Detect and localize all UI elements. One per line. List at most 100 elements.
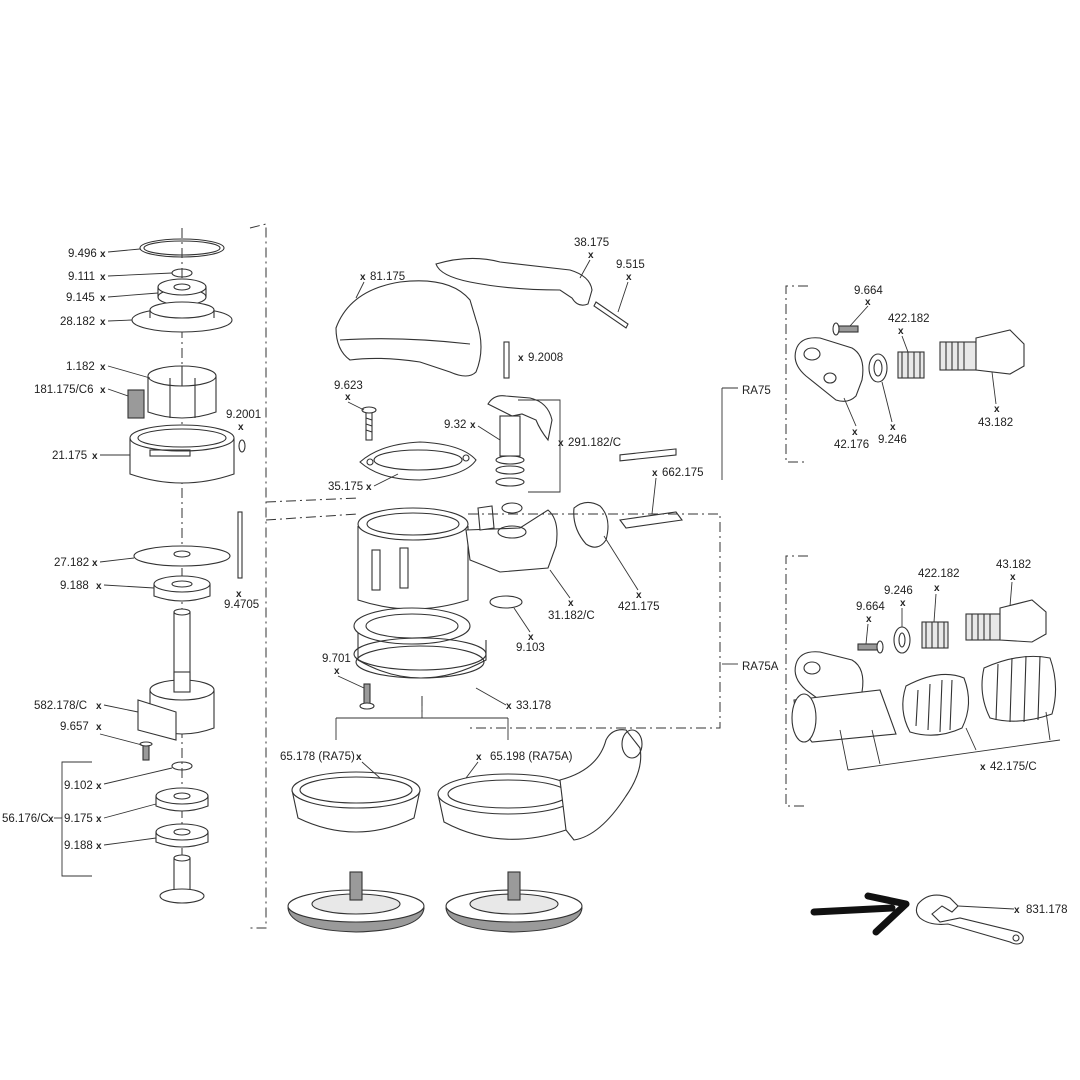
label-9-2008: 9.2008 — [528, 352, 563, 364]
label-35-175: 35.175 — [328, 481, 363, 493]
part-65-198-shroud — [437, 729, 643, 841]
part-422-182-knurled-top — [897, 351, 925, 379]
label-9-103: 9.103 — [516, 642, 545, 654]
svg-text:x: x — [238, 422, 244, 433]
part-9-2008-pin — [503, 341, 510, 379]
svg-text:x: x — [890, 422, 896, 433]
label-9-246-bottom: 9.246 — [884, 585, 913, 597]
part-9-188-bearing-bottom — [155, 823, 209, 848]
center-labels: x 81.175 38.175 x 9.515 x x 9.2008 9.623… — [280, 237, 704, 779]
part-31-182-housing — [357, 505, 558, 610]
part-38-175-lever — [435, 257, 593, 306]
svg-text:x: x — [568, 598, 574, 609]
label-ra75a: RA75A — [742, 661, 779, 673]
part-181-175-vane — [127, 389, 145, 419]
label-582-178: 582.178/C — [34, 700, 87, 712]
label-9-701: 9.701 — [322, 653, 351, 665]
svg-text:x: x — [934, 583, 940, 594]
part-9-4705-pin — [237, 511, 243, 579]
svg-text:x: x — [360, 272, 366, 283]
label-9-4705: 9.4705 — [224, 599, 259, 611]
part-9-103-ring — [489, 595, 523, 609]
label-43-182-bottom: 43.182 — [996, 559, 1031, 571]
sanding-pad-right — [445, 871, 583, 933]
svg-text:x: x — [470, 420, 476, 431]
label-28-182: 28.182 — [60, 316, 95, 328]
svg-text:x: x — [865, 297, 871, 308]
svg-text:x: x — [636, 590, 642, 601]
sanding-pad-left — [287, 871, 425, 933]
part-9-246-washer-bottom — [893, 626, 911, 654]
svg-text:x: x — [528, 632, 534, 643]
label-662-175: 662.175 — [662, 467, 704, 479]
label-ra75: RA75 — [742, 385, 771, 397]
label-1-182: 1.182 — [66, 361, 95, 373]
pointer-arrow — [810, 892, 910, 936]
wrench-831-178 — [915, 894, 1024, 945]
label-56-176: 56.176/C — [2, 813, 49, 825]
label-9-2001: 9.2001 — [226, 409, 261, 421]
svg-text:x: x — [48, 814, 54, 825]
part-43-182-fitting-top — [939, 329, 1025, 375]
part-81-175-shroud — [335, 280, 482, 377]
part-42-176-elbow — [794, 337, 864, 402]
ra75a-fitting-group — [722, 555, 1061, 807]
right-labels: RA75 RA75A 9.664 x 422.182 x x 42.176 x … — [742, 285, 1037, 773]
svg-text:x: x — [96, 581, 102, 592]
label-9-102: 9.102 — [64, 780, 93, 792]
label-9-515: 9.515 — [616, 259, 645, 271]
label-422-182-bottom: 422.182 — [918, 568, 960, 580]
svg-text:x: x — [1010, 572, 1016, 583]
part-9-102-ring — [171, 761, 193, 771]
part-65-178-shroud — [291, 771, 421, 833]
svg-text:x: x — [96, 814, 102, 825]
svg-text:x: x — [356, 752, 362, 763]
svg-text:x: x — [100, 317, 106, 328]
part-33-178-base — [353, 607, 487, 679]
part-582-178-shaft — [137, 608, 215, 741]
label-9-246-top: 9.246 — [878, 434, 907, 446]
svg-text:x: x — [96, 701, 102, 712]
svg-text:x: x — [92, 558, 98, 569]
label-65-198: 65.198 (RA75A) — [490, 751, 573, 763]
part-422-182-knurled-bottom — [921, 621, 949, 649]
part-35-175-plate — [359, 441, 477, 481]
svg-text:x: x — [506, 701, 512, 712]
svg-text:x: x — [1014, 905, 1020, 916]
part-43-182-fitting-bottom — [965, 599, 1047, 643]
svg-text:x: x — [980, 762, 986, 773]
part-9-496-oring — [139, 238, 225, 258]
label-43-182-top: 43.182 — [978, 417, 1013, 429]
svg-text:x: x — [900, 598, 906, 609]
label-291-182: 291.182/C — [568, 437, 621, 449]
part-9-175-bearing — [155, 787, 209, 812]
label-9-623: 9.623 — [334, 380, 363, 392]
svg-text:x: x — [898, 326, 904, 337]
label-31-182: 31.182/C — [548, 610, 595, 622]
label-9-145: 9.145 — [66, 292, 95, 304]
part-spindle — [159, 854, 205, 904]
label-9-664-top: 9.664 — [854, 285, 883, 297]
part-9-515-pin — [593, 301, 629, 329]
part-9-701-screw — [359, 683, 375, 710]
part-1-182-rotor — [147, 365, 217, 419]
svg-text:x: x — [626, 272, 632, 283]
center-housing-assembly — [265, 257, 721, 933]
part-9-657-screw — [139, 741, 153, 761]
svg-text:x: x — [100, 362, 106, 373]
label-181-175: 181.175/C6 — [34, 384, 93, 396]
ra75-fitting-group — [721, 285, 1025, 480]
label-42-175: 42.175/C — [990, 761, 1037, 773]
svg-text:x: x — [100, 249, 106, 260]
label-9-111: 9.111 — [68, 271, 95, 283]
label-9-664-bottom: 9.664 — [856, 601, 885, 613]
label-9-188-bottom: 9.188 — [64, 840, 93, 852]
svg-text:x: x — [100, 385, 106, 396]
svg-text:x: x — [652, 468, 658, 479]
svg-text:x: x — [96, 841, 102, 852]
part-42-175-adapter — [791, 655, 1057, 743]
part-21-175-cylinder — [129, 424, 235, 484]
label-9-175: 9.175 — [64, 813, 93, 825]
svg-text:x: x — [852, 427, 858, 438]
